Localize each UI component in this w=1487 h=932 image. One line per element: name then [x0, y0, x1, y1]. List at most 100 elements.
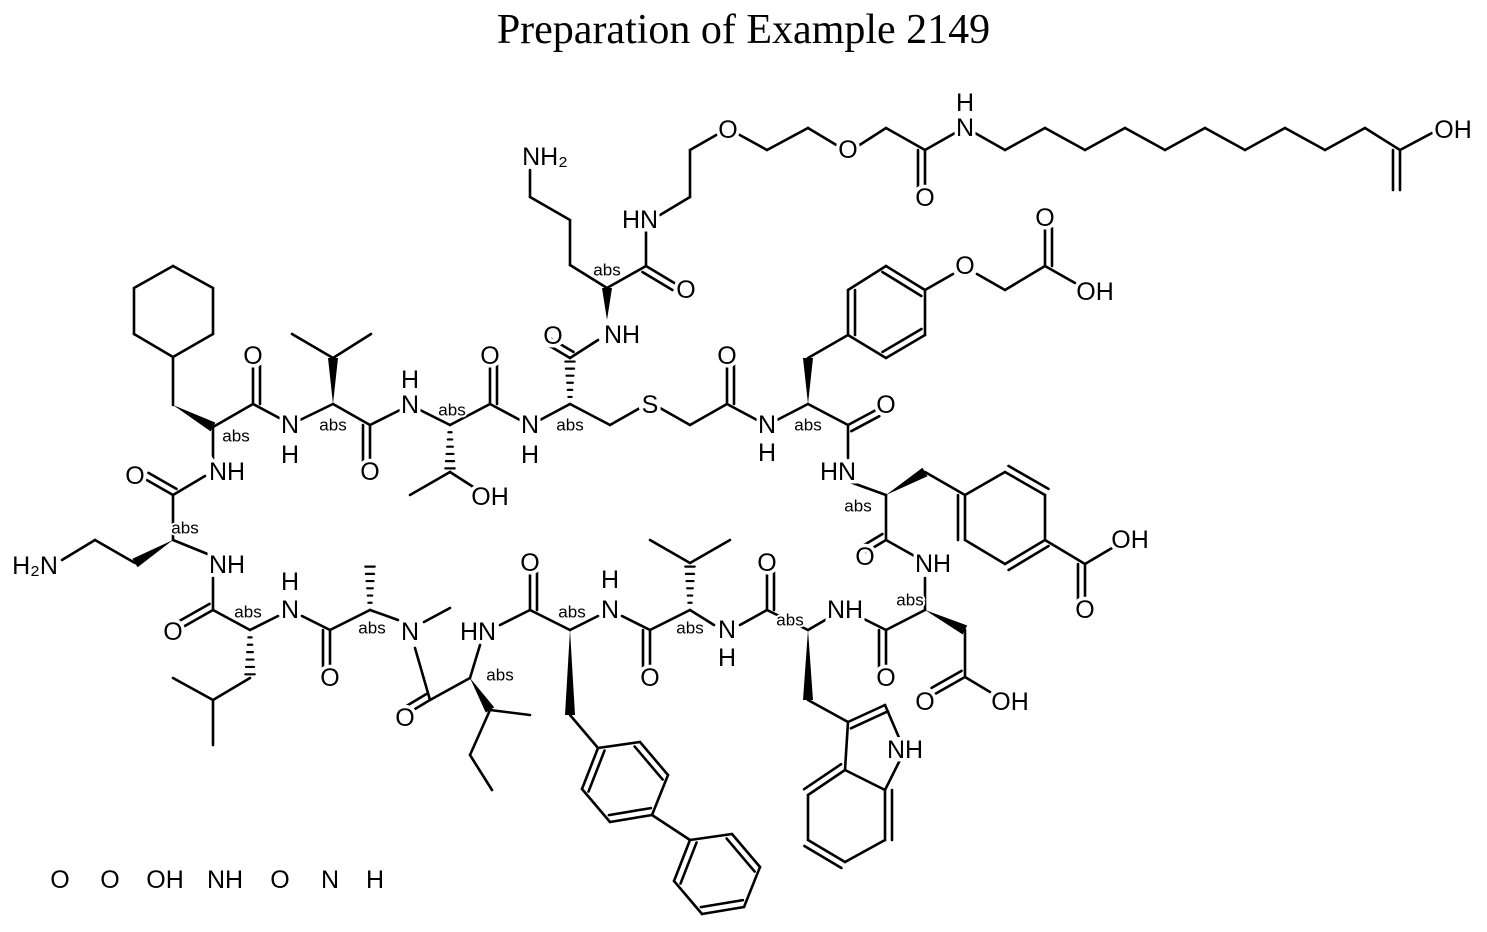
bond [738, 134, 767, 150]
bond [610, 815, 652, 822]
bond [370, 410, 400, 425]
bond [885, 760, 900, 790]
bond [975, 133, 1005, 150]
bond [1165, 128, 1205, 150]
bond [690, 404, 727, 425]
bond [848, 410, 876, 425]
atom-label: O [395, 704, 414, 732]
stereo-abs-label: abs [896, 591, 923, 610]
atom-label: O [757, 549, 776, 577]
stereo-abs-label: abs [171, 519, 198, 538]
bond [470, 645, 480, 678]
bond [213, 678, 250, 700]
bond [609, 808, 651, 815]
bond [885, 705, 900, 740]
wedge-bond [328, 358, 338, 404]
atom-label: O [360, 458, 379, 486]
atom-label: H₂N [12, 552, 58, 580]
bond [702, 907, 744, 914]
bond [1285, 128, 1325, 150]
bond [744, 867, 760, 907]
atom-label: N [401, 618, 419, 646]
atom-label: H [601, 566, 619, 594]
bond [925, 472, 965, 495]
stereo-abs-label: abs [794, 416, 821, 435]
bond [690, 134, 718, 150]
stereo-abs-label: abs [558, 603, 585, 622]
wedge-bond [132, 540, 173, 567]
atom-label: O [1075, 596, 1094, 624]
bond [1085, 128, 1125, 150]
bond [430, 678, 470, 700]
bond [148, 473, 176, 489]
atom-label: O [50, 866, 69, 894]
bond [701, 900, 743, 907]
atom-label: O [676, 276, 695, 304]
bond [470, 755, 492, 790]
bond [589, 751, 605, 792]
atom-label: OH [471, 483, 509, 511]
bond [674, 840, 690, 881]
bond [253, 404, 283, 420]
wedge-bond [803, 630, 813, 700]
atom-label: O [717, 342, 736, 370]
bond [1125, 128, 1165, 150]
stereo-abs-label: abs [676, 619, 703, 638]
bond [1400, 133, 1432, 150]
bond [932, 671, 962, 688]
atom-label: NH [887, 736, 923, 764]
bonds [62, 128, 1432, 914]
stereo-abs-label: abs [556, 416, 583, 435]
wedge-bond [886, 468, 928, 495]
bond [690, 540, 730, 563]
bond [1205, 128, 1245, 150]
bond [302, 616, 330, 630]
atom-label: HN [622, 206, 658, 234]
bond [767, 128, 808, 150]
stereo-abs-label: abs [319, 416, 346, 435]
bond [845, 722, 848, 770]
bond [570, 340, 598, 358]
atom-label: N [718, 616, 736, 644]
atom-label: OH [1111, 526, 1149, 554]
atom-label: H [366, 866, 384, 894]
bond [1045, 128, 1085, 150]
atom-label: O [125, 462, 144, 490]
atom-label: H [281, 568, 299, 596]
bond [134, 266, 173, 288]
bond [674, 881, 702, 914]
atom-label: O [243, 342, 262, 370]
atom-label: HN [460, 618, 496, 646]
bond [424, 608, 450, 622]
bond [642, 272, 672, 290]
bond [1005, 128, 1045, 150]
bond [173, 476, 205, 495]
bond [173, 334, 213, 357]
atom-label: S [642, 391, 659, 419]
atom-label: OH [1434, 116, 1472, 144]
bond [886, 610, 925, 630]
bond [660, 197, 690, 215]
bond [1005, 266, 1045, 290]
stereo-abs-label: abs [438, 401, 465, 420]
stereo-abs-label: abs [776, 611, 803, 630]
bond [965, 540, 1005, 564]
stereo-abs-label: abs [593, 261, 620, 280]
atom-label: NH [827, 596, 863, 624]
bond [530, 197, 570, 220]
atom-label: OH [1076, 278, 1114, 306]
atom-label: O [876, 391, 895, 419]
atom-label: H [281, 441, 299, 469]
bond [845, 840, 885, 862]
atom-label: O [838, 136, 857, 164]
bond [622, 616, 650, 630]
atom-label: N [321, 866, 339, 894]
atom-label: N [401, 391, 419, 419]
bond [292, 334, 333, 358]
bond [1045, 266, 1075, 283]
bond [1245, 128, 1285, 150]
bond [410, 472, 450, 495]
bond [1325, 128, 1365, 150]
